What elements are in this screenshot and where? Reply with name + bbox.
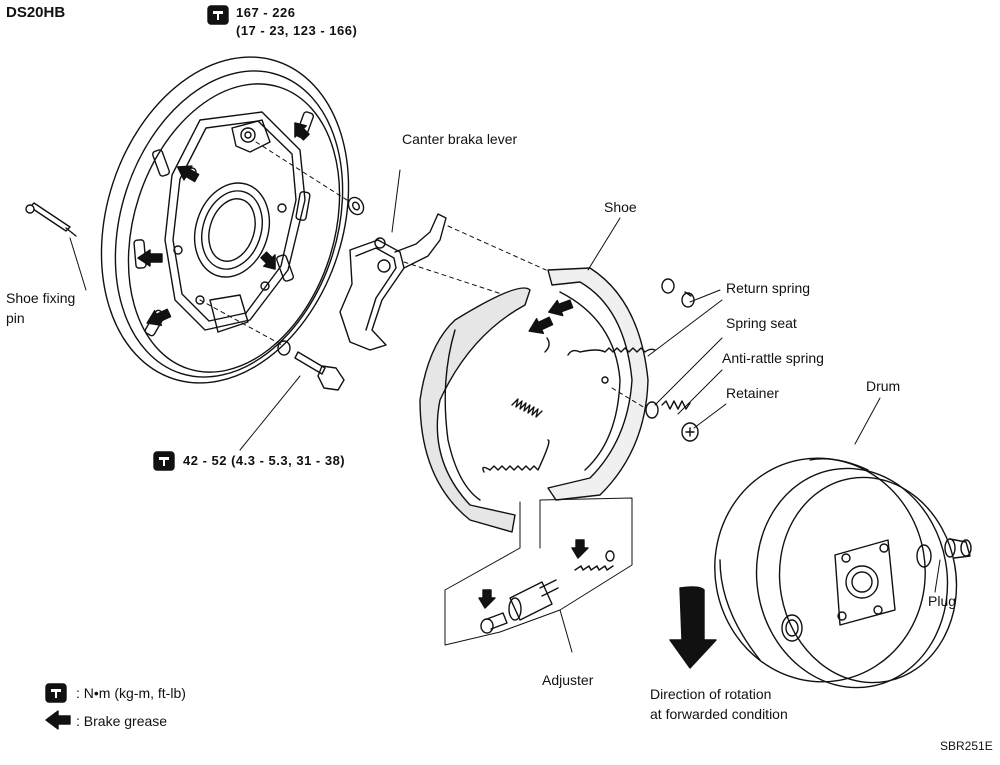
grease-arrow-icon — [45, 710, 71, 730]
grease-arrow-icon — [260, 251, 276, 270]
label-rotation-line2: at forwarded condition — [650, 706, 788, 722]
label-adjuster: Adjuster — [542, 672, 594, 688]
label-drum: Drum — [866, 378, 901, 394]
upper-return-spring — [567, 347, 656, 356]
figure-code: SBR251E — [940, 739, 993, 753]
upper-bolt — [255, 141, 365, 216]
label-plug: Plug — [928, 593, 957, 609]
brake-drum — [714, 397, 958, 689]
torque-wrench-icon — [207, 5, 229, 25]
label-shoe-fixing-pin-line2: pin — [6, 310, 25, 326]
label-rotation-line1: Direction of rotation — [650, 686, 772, 702]
lower-bolt — [199, 299, 345, 451]
grease-arrow-icon — [137, 249, 163, 267]
grease-arrow-icon — [176, 165, 200, 183]
torque-spec-upper-line2: (17 - 23, 123 - 166) — [236, 23, 358, 38]
front-shoe — [419, 287, 531, 533]
grease-arrow-icon — [571, 539, 589, 559]
grease-arrow-icon — [146, 308, 172, 326]
rotation-direction-arrow — [669, 586, 717, 669]
torque-wrench-icon — [153, 451, 175, 471]
shoe-fixing-pin — [25, 202, 87, 291]
grease-arrow-icon — [478, 589, 496, 609]
center-lever — [339, 169, 547, 351]
adjuster-assembly — [444, 497, 633, 653]
diagram-title: DS20HB — [6, 4, 66, 21]
diagonal-spring — [511, 337, 550, 418]
label-center-lever: Canter braka lever — [402, 131, 518, 147]
grease-arrow-icon — [294, 122, 310, 141]
torque-spec-lower: 42 - 52 (4.3 - 5.3, 31 - 38) — [183, 453, 346, 468]
label-shoe-fixing-pin-line1: Shoe fixing — [6, 290, 76, 306]
label-retainer: Retainer — [726, 385, 779, 401]
grease-arrow-icon — [548, 299, 574, 317]
drum-plug — [934, 538, 972, 593]
torque-spec-upper-line1: 167 - 226 — [236, 5, 296, 20]
small-parts — [611, 278, 727, 442]
torque-wrench-icon — [45, 683, 67, 703]
legend-brake-grease: : Brake grease — [76, 713, 168, 729]
label-spring-seat: Spring seat — [726, 315, 797, 331]
legend-torque-units: : N•m (kg-m, ft-lb) — [76, 685, 186, 701]
grease-point-arrows — [137, 122, 589, 609]
label-anti-rattle-spring: Anti-rattle spring — [722, 350, 824, 366]
label-return-spring: Return spring — [726, 280, 811, 296]
backing-plate — [100, 56, 350, 384]
label-shoe: Shoe — [604, 199, 637, 215]
lower-return-spring — [482, 439, 550, 473]
grease-arrow-icon — [528, 316, 554, 334]
